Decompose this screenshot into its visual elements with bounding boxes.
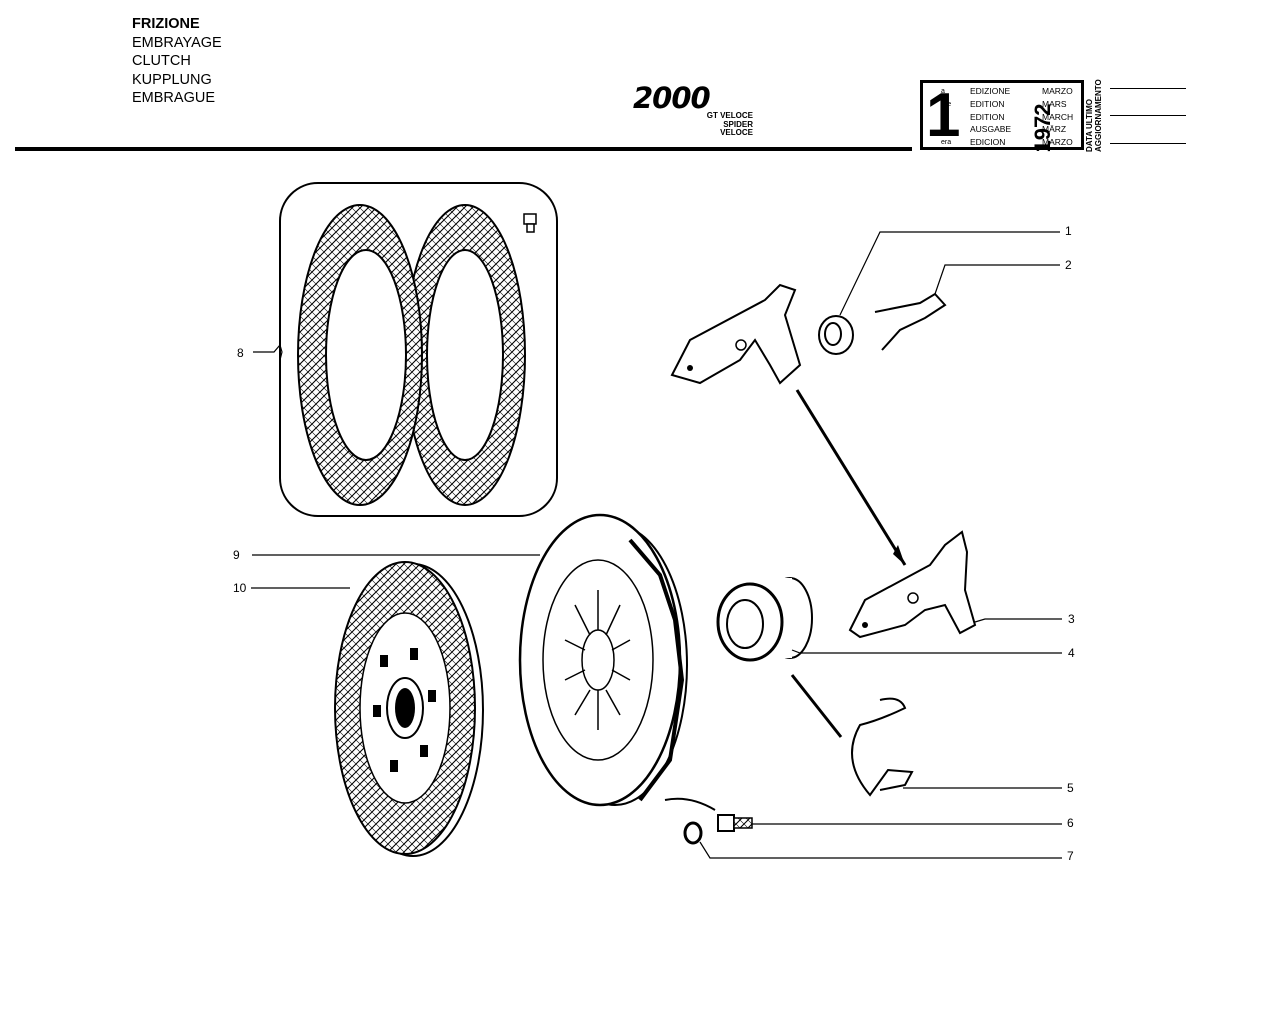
title-italian: FRIZIONE	[132, 16, 200, 32]
callout-8: 8	[237, 346, 244, 360]
update-line	[1110, 88, 1186, 89]
facings-inset	[279, 182, 558, 517]
callout-3: 3	[1068, 612, 1075, 626]
clutch-facing-front	[297, 204, 423, 506]
bush	[818, 315, 854, 355]
release-fork-upper	[670, 283, 802, 385]
suffix: a	[941, 88, 945, 95]
edition-month: MARS	[1042, 98, 1067, 109]
logo-sub-spider: SPIDER VELOCE	[720, 119, 753, 137]
release-bearing	[716, 577, 813, 662]
washer	[683, 821, 703, 845]
bolt-arrow	[664, 797, 716, 811]
callout-7: 7	[1067, 849, 1074, 863]
retaining-spring	[851, 697, 914, 797]
callout-5: 5	[1067, 781, 1074, 795]
spring-clip	[874, 292, 947, 351]
edition-month: MARCH	[1042, 111, 1074, 122]
suffix: st	[941, 113, 947, 121]
driven-plate	[334, 561, 484, 857]
suffix: ere	[941, 100, 952, 108]
title-german: KUPPLUNG	[132, 71, 212, 88]
edition-suffixes: a ere st - era	[941, 86, 951, 150]
update-line	[1110, 115, 1186, 116]
edition-label: EDICION	[970, 137, 1006, 148]
callout-10: 10	[233, 581, 247, 595]
edition-month: MARZO	[1042, 137, 1073, 148]
callout-6: 6	[1067, 816, 1074, 830]
callout-9: 9	[233, 548, 240, 562]
edition-number: 1	[926, 81, 961, 150]
release-fork-lower	[848, 530, 977, 639]
callout-2: 2	[1065, 258, 1072, 272]
model-logo: 2000 GT VELOCE SPIDER VELOCE	[633, 81, 763, 137]
edition-label: EDITION	[970, 111, 1005, 122]
update-line	[1110, 143, 1186, 144]
edition-labels: EDIZIONE EDITION EDITION AUSGABE EDICION	[970, 85, 1011, 149]
pressure-plate	[518, 513, 688, 807]
edition-month: MÄRZ	[1042, 124, 1067, 135]
title-french: EMBRAYAGE	[132, 34, 222, 51]
edition-month: MARZO	[1042, 86, 1073, 96]
edition-label: AUSGABE	[970, 124, 1012, 135]
title-block: FRIZIONE EMBRAYAGE CLUTCH KUPPLUNG EMBRA…	[132, 15, 222, 108]
logo-subtitle: GT VELOCE SPIDER VELOCE	[691, 111, 753, 138]
callout-1: 1	[1065, 224, 1072, 238]
rivet	[523, 213, 537, 233]
header-rule	[15, 147, 912, 151]
title-english: CLUTCH	[132, 53, 191, 70]
leader-lines	[251, 231, 1062, 859]
fork-arrow	[795, 389, 907, 566]
suffix: era	[941, 139, 952, 147]
clutch-facing-rear	[404, 204, 526, 506]
edition-label: EDIZIONE	[970, 86, 1011, 96]
callout-4: 4	[1068, 646, 1075, 660]
logo-number: 2000	[633, 81, 711, 115]
logo-sub-gt: GT VELOCE	[706, 111, 753, 120]
edition-label: EDITION	[970, 98, 1005, 109]
title-spanish: EMBRAGUE	[132, 90, 215, 107]
bearing-arrow	[790, 674, 843, 738]
edition-box: 1 a ere st - era EDIZIONE EDITION EDITIO…	[920, 80, 1084, 152]
bolt	[717, 814, 753, 832]
edition-months: MARZO MARS MARCH MÄRZ MARZO	[1042, 85, 1073, 149]
suffix: -	[941, 126, 944, 134]
